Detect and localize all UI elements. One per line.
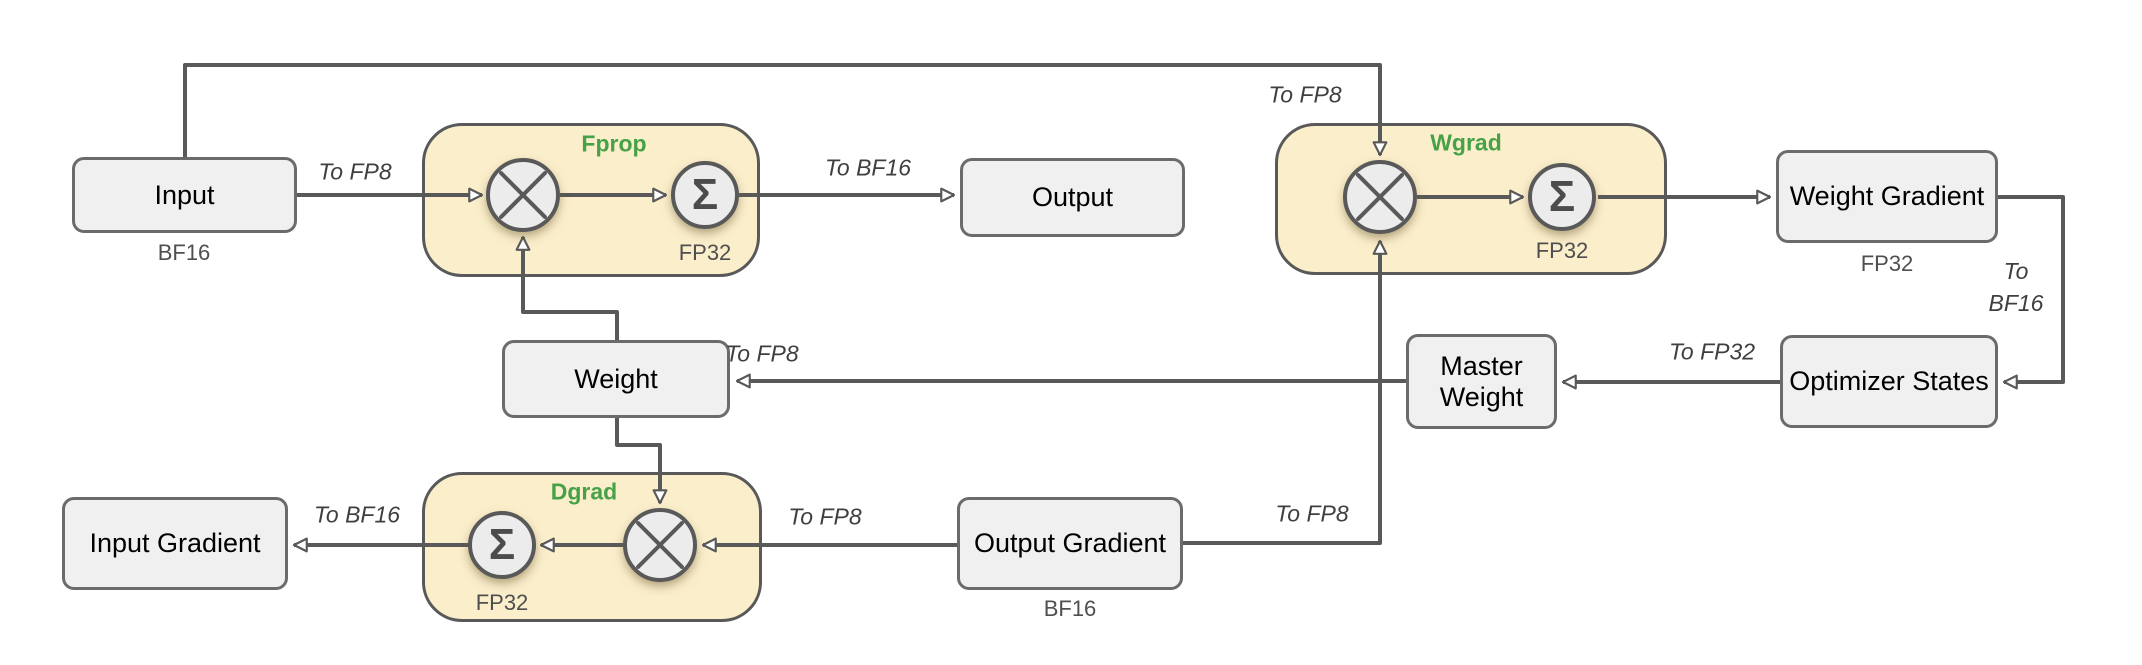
wire-weight-to-dgrad <box>615 418 668 505</box>
multiply-icon <box>623 508 697 582</box>
node-output-gradient: Output Gradient <box>957 497 1183 590</box>
wire-label-output-gradient-to-dgrad: To FP8 <box>788 503 862 530</box>
node-weight-label: Weight <box>574 363 658 394</box>
wire-label-input-to-wgrad: To FP8 <box>1268 81 1342 108</box>
sigma-glyph: Σ <box>691 170 719 219</box>
node-weight: Weight <box>502 340 730 418</box>
multiply-icon <box>486 158 560 232</box>
block-title-fprop: Fprop <box>581 130 647 157</box>
node-optimizer-states-label: Optimizer States <box>1789 366 1989 397</box>
sigma-glyph: Σ <box>1548 172 1576 221</box>
wire-label-fprop-to-output: To BF16 <box>824 154 912 181</box>
node-optimizer-states: Optimizer States <box>1780 335 1998 428</box>
node-output: Output <box>960 158 1185 237</box>
wire-label-input-to-fprop: To FP8 <box>318 158 392 185</box>
sum-icon: Σ <box>671 161 739 229</box>
wire-label-dgrad-to-input-gradient: To BF16 <box>313 501 401 528</box>
sigma-glyph: Σ <box>488 520 516 569</box>
precision-label-fprop-accumulator: FP32 <box>678 240 732 265</box>
wire-label-master-weight-to-weight: To FP8 <box>725 340 799 367</box>
block-title-dgrad: Dgrad <box>550 478 618 505</box>
node-input: Input <box>72 157 297 233</box>
node-input-label: Input <box>154 179 215 210</box>
node-master-weight: Master Weight <box>1406 334 1557 429</box>
precision-label-input: BF16 <box>157 240 211 265</box>
node-weight-gradient-label: Weight Gradient <box>1789 181 1985 212</box>
wire-input-to-wgrad <box>183 63 1388 157</box>
sum-icon: Σ <box>468 511 536 579</box>
precision-label-weight-gradient: FP32 <box>1860 251 1914 276</box>
block-title-wgrad: Wgrad <box>1430 129 1502 156</box>
node-master-weight-label: Master Weight <box>1439 351 1524 412</box>
wire-output-gradient-to-wgrad <box>1183 239 1388 545</box>
multiply-icon <box>1343 160 1417 234</box>
precision-label-dgrad-accumulator: FP32 <box>475 590 529 615</box>
node-input-gradient: Input Gradient <box>62 497 288 590</box>
wire-label-output-gradient-to-wgrad: To FP8 <box>1275 500 1349 527</box>
node-input-gradient-label: Input Gradient <box>89 528 261 559</box>
node-output-label: Output <box>1031 182 1114 213</box>
precision-label-output-gradient: BF16 <box>1043 596 1097 621</box>
wire-label-optimizer-to-master-weight: To FP32 <box>1668 338 1756 365</box>
node-output-gradient-label: Output Gradient <box>973 528 1167 559</box>
node-weight-gradient: Weight Gradient <box>1776 150 1998 243</box>
sum-icon: Σ <box>1528 163 1596 231</box>
wire-weight-gradient-to-optimizer <box>1998 195 2065 390</box>
wire-label-weight-gradient-to-optimizer: To BF16 <box>1988 257 2044 316</box>
precision-label-wgrad-accumulator: FP32 <box>1535 238 1589 263</box>
wire-weight-to-fprop <box>515 235 619 340</box>
